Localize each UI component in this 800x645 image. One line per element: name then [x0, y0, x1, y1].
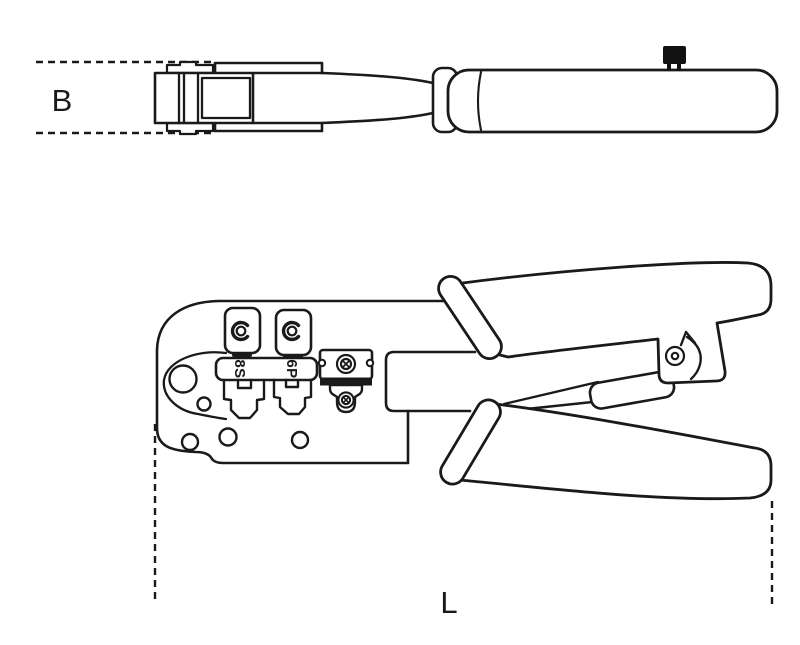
- die-label-6p: 6P: [283, 359, 300, 378]
- upper-handle-cap: [437, 274, 503, 361]
- head-bottom-tab: [165, 121, 215, 136]
- body-taper: [320, 71, 435, 125]
- dimension-b-label: B: [52, 83, 73, 118]
- screw-icon: [337, 391, 355, 409]
- crimp-die-8p: [223, 306, 262, 357]
- dimension-l-dashed-lines: [153, 424, 774, 607]
- dimension-l-label: L: [440, 585, 457, 620]
- blade-bar: [320, 377, 372, 386]
- ratchet-lever: [502, 370, 676, 412]
- release-knob-icon: [663, 46, 686, 71]
- blade-attachment: [317, 348, 375, 414]
- pivot-screw-icon: [664, 345, 686, 367]
- lower-handle: [458, 402, 773, 501]
- die-label-bar: [214, 356, 319, 382]
- handle-top-view: [446, 68, 779, 134]
- head-block-top-view: [153, 71, 255, 125]
- tool-body: [384, 350, 477, 413]
- upper-handle: [453, 261, 773, 385]
- rotation-arrow-icon: [679, 330, 702, 381]
- head-top-tab: [165, 60, 215, 75]
- lower-handle-cap: [439, 398, 502, 486]
- main-view: [153, 261, 774, 607]
- top-view: [36, 46, 779, 136]
- die-label-8p: 8S: [231, 359, 248, 378]
- screw-icon: [335, 353, 357, 375]
- crimp-die-6p: [274, 308, 313, 358]
- head-holes: [168, 364, 310, 452]
- plug-cavities: [222, 378, 313, 420]
